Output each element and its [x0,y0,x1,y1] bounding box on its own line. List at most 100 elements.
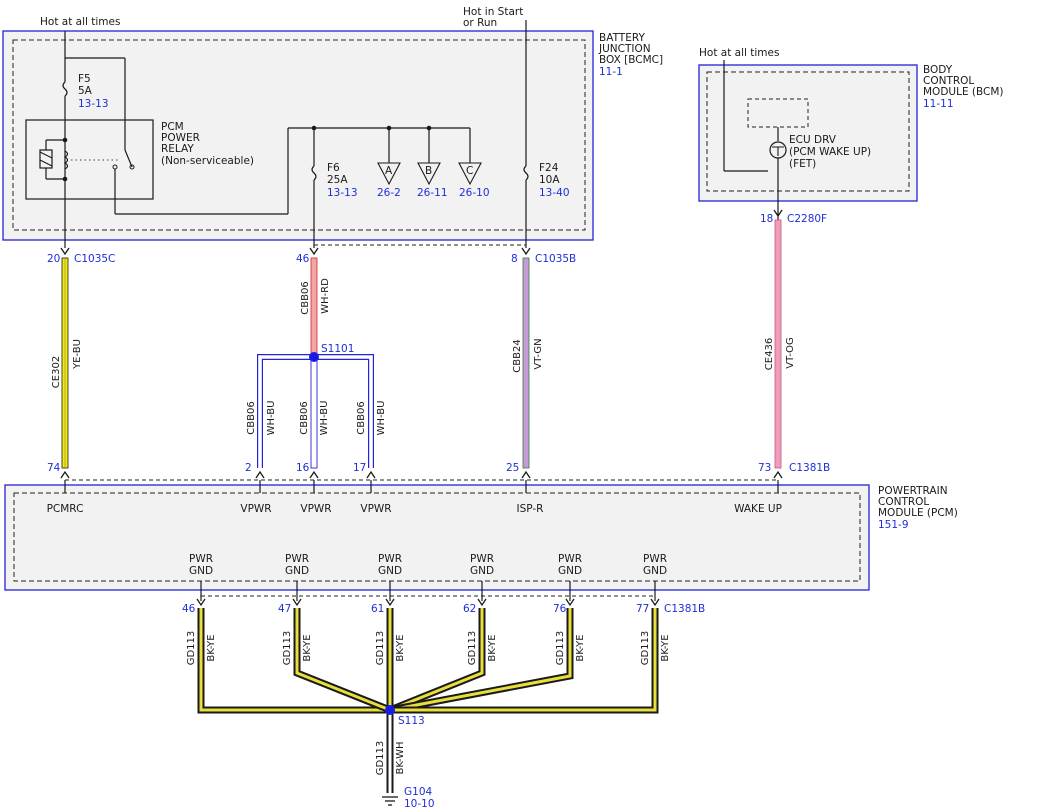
gd113-3-color: BK-YE [395,634,406,661]
pwr-gnd-1-l1: PWR [189,553,213,565]
wh-rd-circuit-label: CBB06 [300,281,311,314]
gnd-pin-62: 62 [463,603,476,615]
bcm-name-2: CONTROL [923,75,974,87]
vpwr1-circuit-label: CBB06 [246,401,257,434]
pwr-gnd-2-l1: PWR [285,553,309,565]
vpwr3-circuit-label: CBB06 [356,401,367,434]
relay-switch-icon [124,149,133,168]
bcm-dashed-boundary [706,71,910,192]
fuse-f24-name: F24 [539,162,559,174]
ce436-color-label: VT-OG [785,337,796,369]
splice-s1101-label[interactable]: S1101 [321,343,354,355]
ref-letter-b: B [425,165,432,177]
ground-wires[interactable] [197,608,659,793]
vpwr1-color-label: WH-BU [266,401,277,436]
pwr-gnd-3-l1: PWR [378,553,402,565]
fuse-f24-icon [523,165,529,181]
gd113-6-color: BK-YE [660,634,671,661]
wire-ce302[interactable] [61,257,69,469]
ref-letter-a: A [385,165,393,177]
bjb-pin-46: 46 [296,253,310,265]
bjb-name-2: JUNCTION [598,43,651,55]
pwr-gnd-2-l2: GND [285,565,309,577]
c1035b-name[interactable]: C1035B [535,253,576,265]
pcm-power-relay: PCM POWER RELAY (Non-serviceable) [25,119,470,215]
ref-triangle-a-icon[interactable] [377,162,401,186]
vpwr3-color-label: WH-BU [376,401,387,436]
c1381b-pin-2: 2 [245,462,252,474]
c1381b-name-top[interactable]: C1381B [789,462,830,474]
bcm-name-1: BODY [923,64,953,76]
fuse-f24-ref[interactable]: 13-40 [539,187,570,199]
c1381b-name-bottom[interactable]: C1381B [664,603,705,615]
gd113-main-color: BK-WH [395,742,406,775]
ecu-label-2: (PCM WAKE UP) [789,146,871,158]
pwr-gnd-4-l2: GND [470,565,494,577]
fuse-f6-name: F6 [327,162,340,174]
cbb24-color-label: VT-GN [533,338,544,369]
vpwr2-circuit-label: CBB06 [299,401,310,434]
wire-cbb24[interactable] [522,257,530,469]
gnd-pin-47: 47 [278,603,291,615]
c1035c-name[interactable]: C1035C [74,253,115,265]
ref-letter-c: C [466,165,473,177]
c2280f-pin-18: 18 [760,213,773,225]
gnd-pin-76: 76 [553,603,567,615]
c1035c-pin-20: 20 [47,253,60,265]
splice-s113-icon[interactable] [385,705,395,715]
wh-rd-color-label: WH-RD [320,278,331,314]
fuse-f6-icon [311,165,317,181]
cbb24-circuit-label: CBB24 [512,339,523,372]
bjb-name-3: BOX [BCMC] [599,54,663,66]
fuse-f5-icon [62,81,68,97]
gd113-4-circuit: GD113 [467,631,478,666]
ground-pin-stubs [200,581,656,601]
splice-s1101-icon[interactable] [309,352,319,362]
pin-label-vpwr-2: VPWR [300,503,331,515]
fuse-f24-rating: 10A [539,174,560,186]
ground-ref[interactable]: 10-10 [404,798,435,810]
gd113-main-circuit: GD113 [375,741,386,776]
fuse-f5-name: F5 [78,73,91,85]
pwr-gnd-6-l2: GND [643,565,667,577]
pin-label-vpwr-1: VPWR [240,503,271,515]
splice-s113-label[interactable]: S113 [398,715,425,727]
supply-label-start-run-1: Hot in Start [463,6,523,18]
c1381b-pin-25: 25 [506,462,519,474]
supply-label-start-run-2: or Run [463,17,497,29]
fuse-f5-ref[interactable]: 13-13 [78,98,109,110]
fuse-f6-rating: 25A [327,174,348,186]
wire-cbb06-wh-rd[interactable] [310,257,318,357]
bjb-ref[interactable]: 11-1 [599,66,623,78]
gd113-1-circuit: GD113 [186,631,197,666]
pwr-gnd-3-l2: GND [378,565,402,577]
ce436-circuit-label: CE436 [764,338,775,370]
relay-coil-icon [39,149,53,169]
supply-label-hot-all-times: Hot at all times [40,16,120,28]
gd113-6-circuit: GD113 [640,631,651,666]
relay-label-1: PCM [161,121,184,133]
supply-label-hot-all-times-bcm: Hot at all times [699,47,779,59]
gnd-pin-77: 77 [636,603,649,615]
pcm-ref[interactable]: 151-9 [878,519,909,531]
wire-ce436[interactable] [774,219,782,469]
ground-symbol-icon [382,796,398,806]
pwr-gnd-1-l2: GND [189,565,213,577]
ref-b-link[interactable]: 26-11 [417,187,448,199]
ecu-label-3: (FET) [789,158,816,170]
ce302-color-label: YE-BU [72,339,83,370]
ref-c-link[interactable]: 26-10 [459,187,490,199]
ref-triangle-b-icon[interactable] [417,162,441,186]
f24-circuit: F24 10A 13-40 [522,20,570,248]
gd113-5-color: BK-YE [575,634,586,661]
pcm-outline [4,484,870,591]
c2280f-name[interactable]: C2280F [787,213,827,225]
ref-triangle-c-icon[interactable] [458,162,482,186]
fuse-f5-rating: 5A [78,85,93,97]
ref-a-link[interactable]: 26-2 [377,187,401,199]
f6-circuit: F6 25A 13-13 A B C 26-2 26-11 26-10 [310,125,490,248]
ground-g104[interactable]: G104 [404,786,432,798]
fuse-f6-ref[interactable]: 13-13 [327,187,358,199]
bcm-ref[interactable]: 11-11 [923,98,954,110]
bcm-name-3: MODULE (BCM) [923,86,1004,98]
